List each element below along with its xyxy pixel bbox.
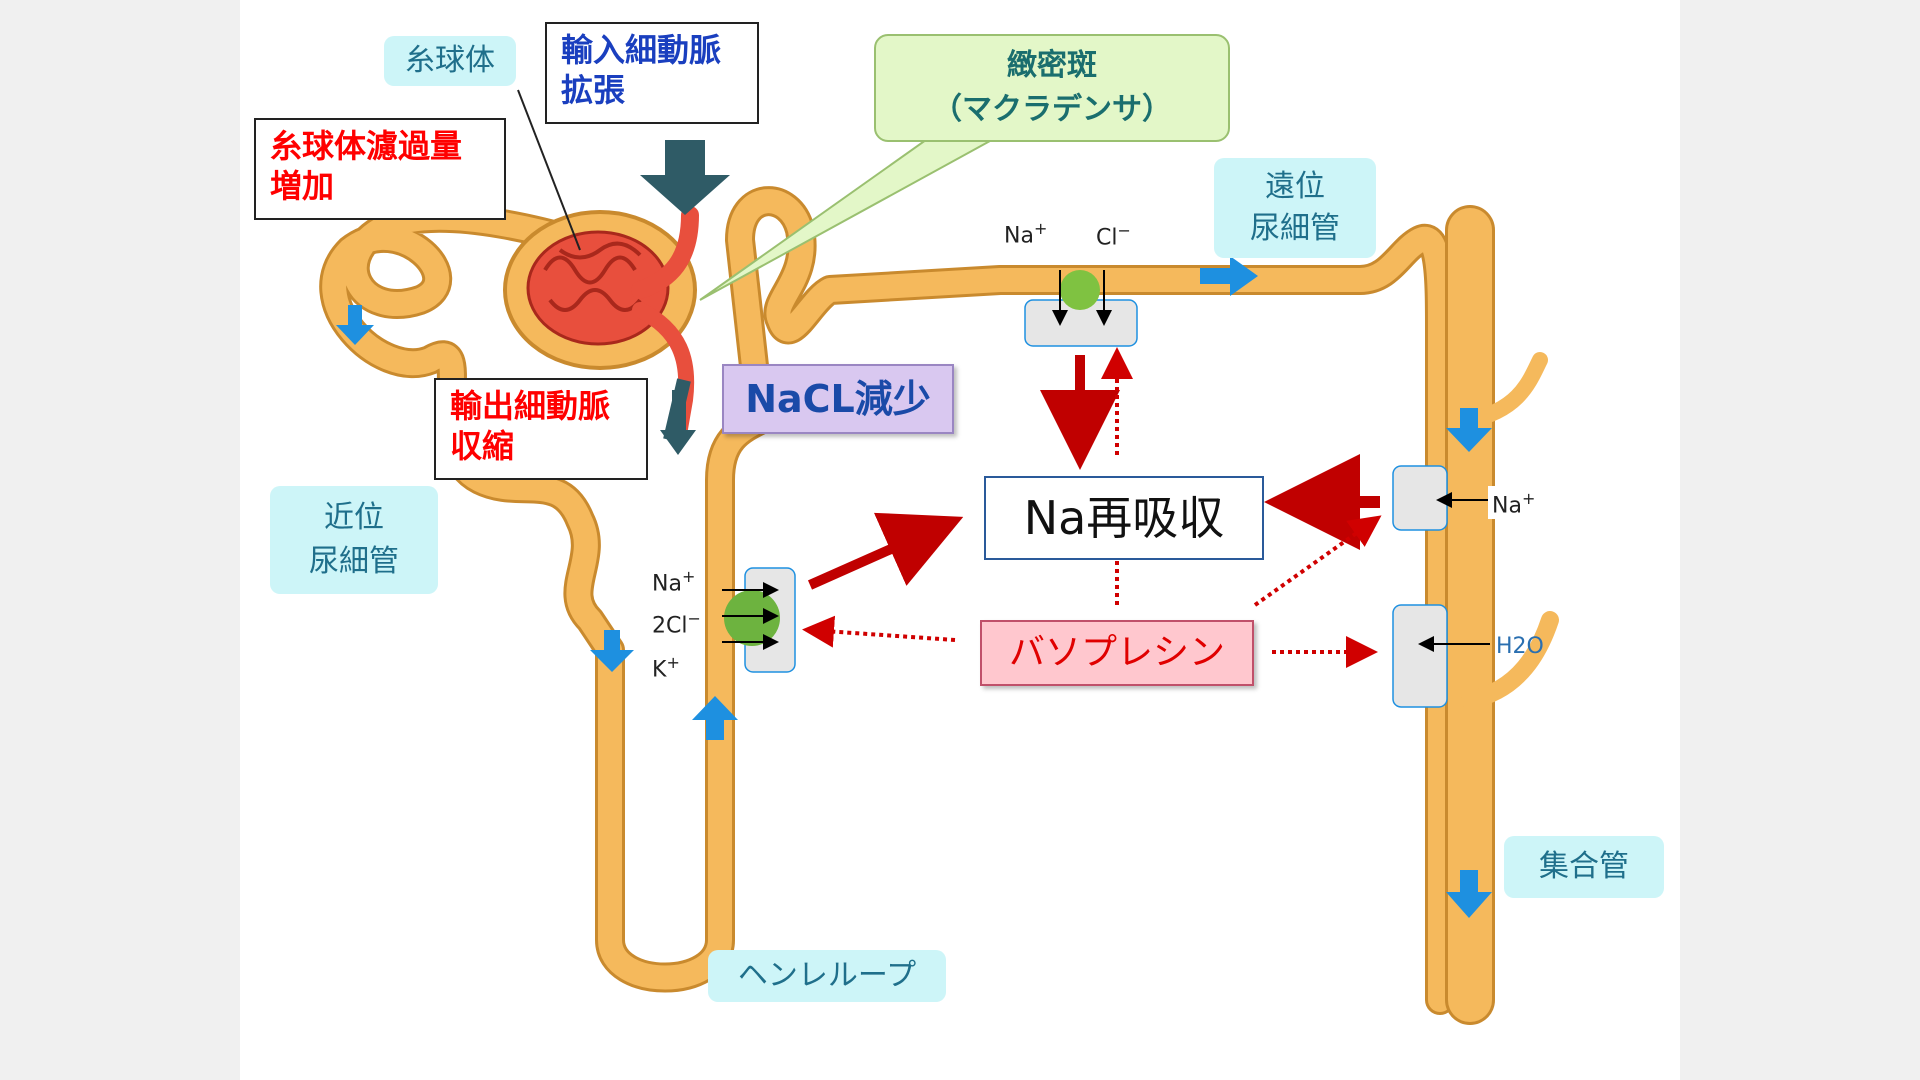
afferent-label: 輸入細動脈 拡張 xyxy=(545,22,759,124)
tubule xyxy=(319,186,1559,1025)
ion-collecting-na: Na+ xyxy=(1488,486,1540,520)
arrow-henle-to-na xyxy=(807,512,964,590)
transporter-distal xyxy=(1060,270,1100,310)
ion-distal-cl: Cl− xyxy=(1096,221,1131,251)
na-reabsorption-label: Na再吸収 xyxy=(984,476,1264,560)
efferent-label: 輸出細動脈 収縮 xyxy=(434,378,648,480)
nacl-decrease-label: NaCL減少 xyxy=(722,364,954,434)
proximal-tubule-label: 近位 尿細管 xyxy=(270,486,438,594)
gfr-label-line2: 増加 xyxy=(270,167,335,205)
proximal-line1: 近位 xyxy=(324,500,384,535)
vaso-to-henle xyxy=(802,615,956,648)
flow-arrow-collecting-2 xyxy=(1446,870,1492,918)
flow-arrow-proximal xyxy=(336,305,374,345)
gfr-label: 糸球体濾過量 増加 xyxy=(254,118,506,220)
cell-collecting-water xyxy=(1392,604,1448,708)
ion-distal-na: Na+ xyxy=(1004,219,1048,249)
vasopressin-label: バソプレシン xyxy=(980,620,1254,686)
distal-line2: 尿細管 xyxy=(1250,211,1340,246)
ion-water: H2O xyxy=(1496,634,1544,659)
flow-arrows xyxy=(336,256,1492,918)
loop-of-henle-label: ヘンレループ xyxy=(708,950,946,1002)
flow-arrow-henle-down xyxy=(590,630,634,672)
efferent-arrow xyxy=(660,390,696,455)
glomerulus-label: 糸球体 xyxy=(384,36,516,86)
transporter-henle xyxy=(724,590,780,646)
gfr-label-line1: 糸球体濾過量 xyxy=(270,127,463,165)
macula-densa-line1: 緻密斑 xyxy=(1007,48,1097,83)
macula-densa-label: 緻密斑 （マクラデンサ） xyxy=(874,34,1230,142)
vaso-to-collect-na xyxy=(1253,515,1382,607)
afferent-label-line2: 拡張 xyxy=(561,71,626,109)
flow-arrow-henle-up xyxy=(692,696,738,740)
ion-henle-na: Na+ xyxy=(652,567,696,597)
flow-arrow-collecting-1 xyxy=(1446,408,1492,452)
collecting-duct-label: 集合管 xyxy=(1504,836,1664,898)
reabsorption-arrows xyxy=(807,355,1380,590)
ion-henle-k: K+ xyxy=(652,653,680,683)
cell-collecting-na xyxy=(1392,465,1448,531)
efferent-label-line1: 輸出細動脈 xyxy=(450,387,611,425)
flow-arrow-distal xyxy=(1200,256,1258,296)
afferent-dilation-arrow xyxy=(640,140,730,215)
ion-arrows xyxy=(722,270,1490,652)
glomerulus-pointer xyxy=(517,89,581,251)
distal-tubule-label: 遠位 尿細管 xyxy=(1214,158,1376,258)
vasopressin-arrows xyxy=(802,347,1382,668)
proximal-line2: 尿細管 xyxy=(309,544,399,579)
ion-henle-cl: 2Cl− xyxy=(652,609,701,639)
glomerulus-drawing xyxy=(503,206,699,448)
efferent-label-line2: 収縮 xyxy=(450,427,515,465)
distal-line1: 遠位 xyxy=(1265,169,1325,204)
macula-densa-line2: （マクラデンサ） xyxy=(932,92,1172,127)
afferent-label-line1: 輸入細動脈 xyxy=(561,31,722,69)
